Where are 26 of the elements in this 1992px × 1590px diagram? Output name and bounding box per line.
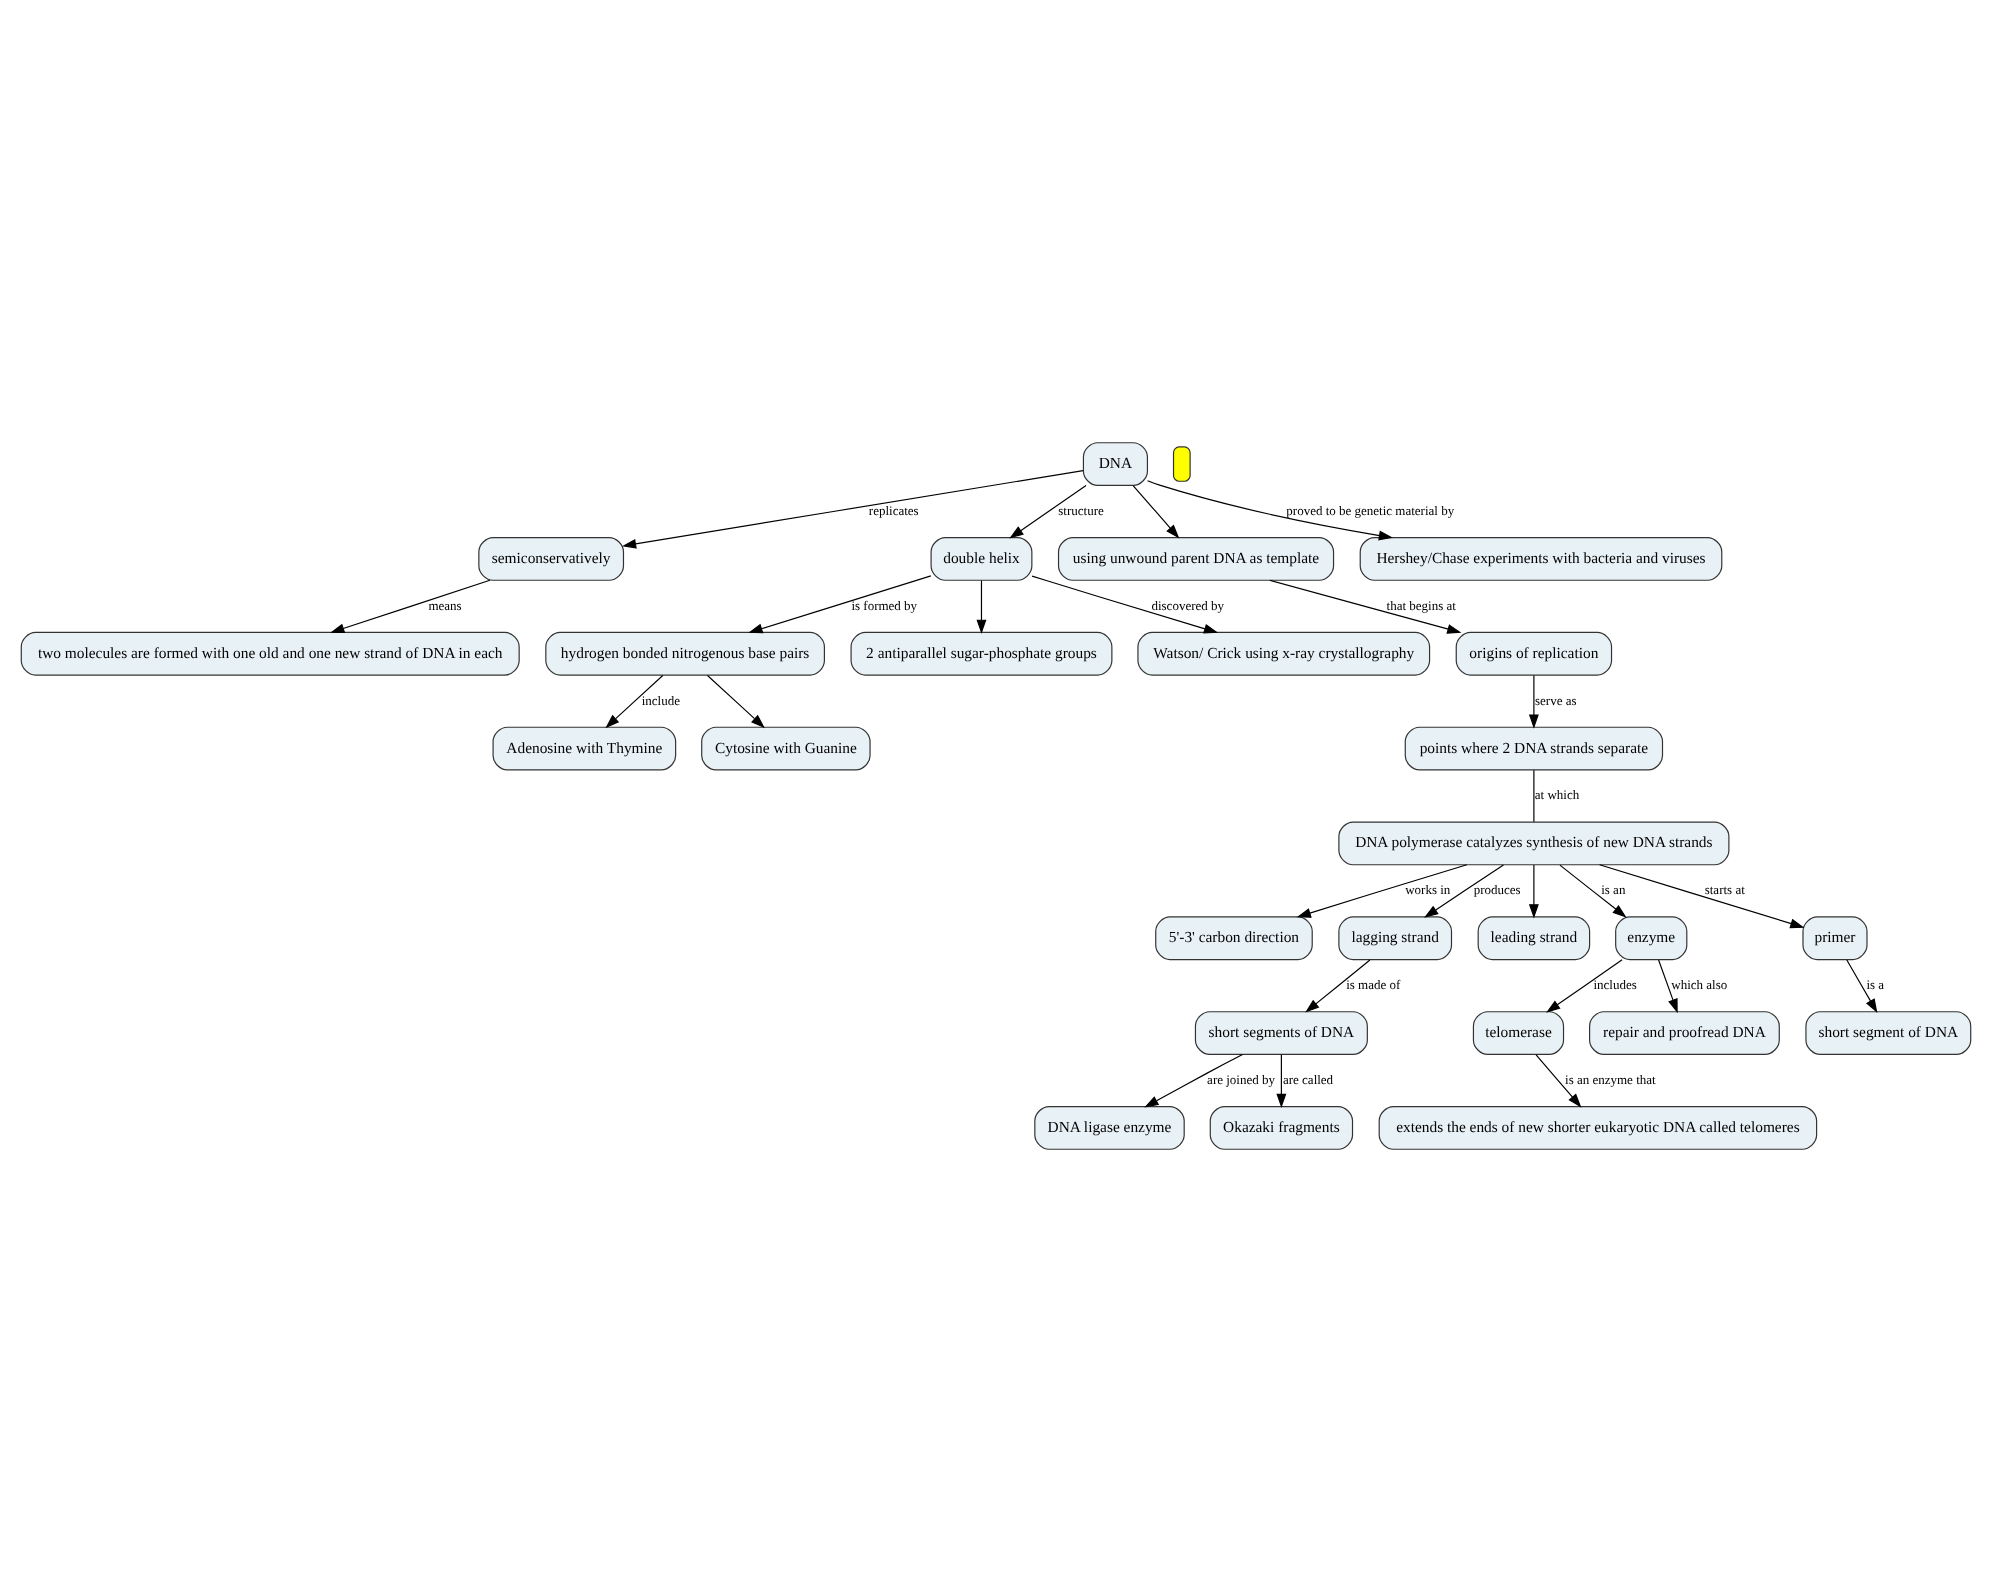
arrow [1535,1053,1582,1107]
arrow [1305,958,1371,1012]
arrow [1528,673,1539,728]
arrow [1546,958,1623,1012]
arrow [1269,578,1462,633]
arrow [1424,863,1505,917]
arrow [706,673,765,728]
arrow [976,579,987,633]
connector [1533,768,1535,822]
arrow [330,578,491,633]
arrow [621,468,1084,548]
arrow [1559,863,1627,917]
arrow [605,673,664,728]
arrow [1528,863,1539,918]
arrow [1144,1052,1244,1107]
arrow [1296,863,1468,917]
arrow [1009,483,1087,538]
arrow [1132,484,1180,538]
arrow [1846,958,1878,1012]
arrow [1146,479,1394,540]
arrow [1276,1053,1287,1108]
node-box [1172,445,1191,481]
arrow [748,574,932,633]
arrow [1658,958,1678,1013]
arrow [1031,574,1219,633]
arrow [1599,863,1805,928]
